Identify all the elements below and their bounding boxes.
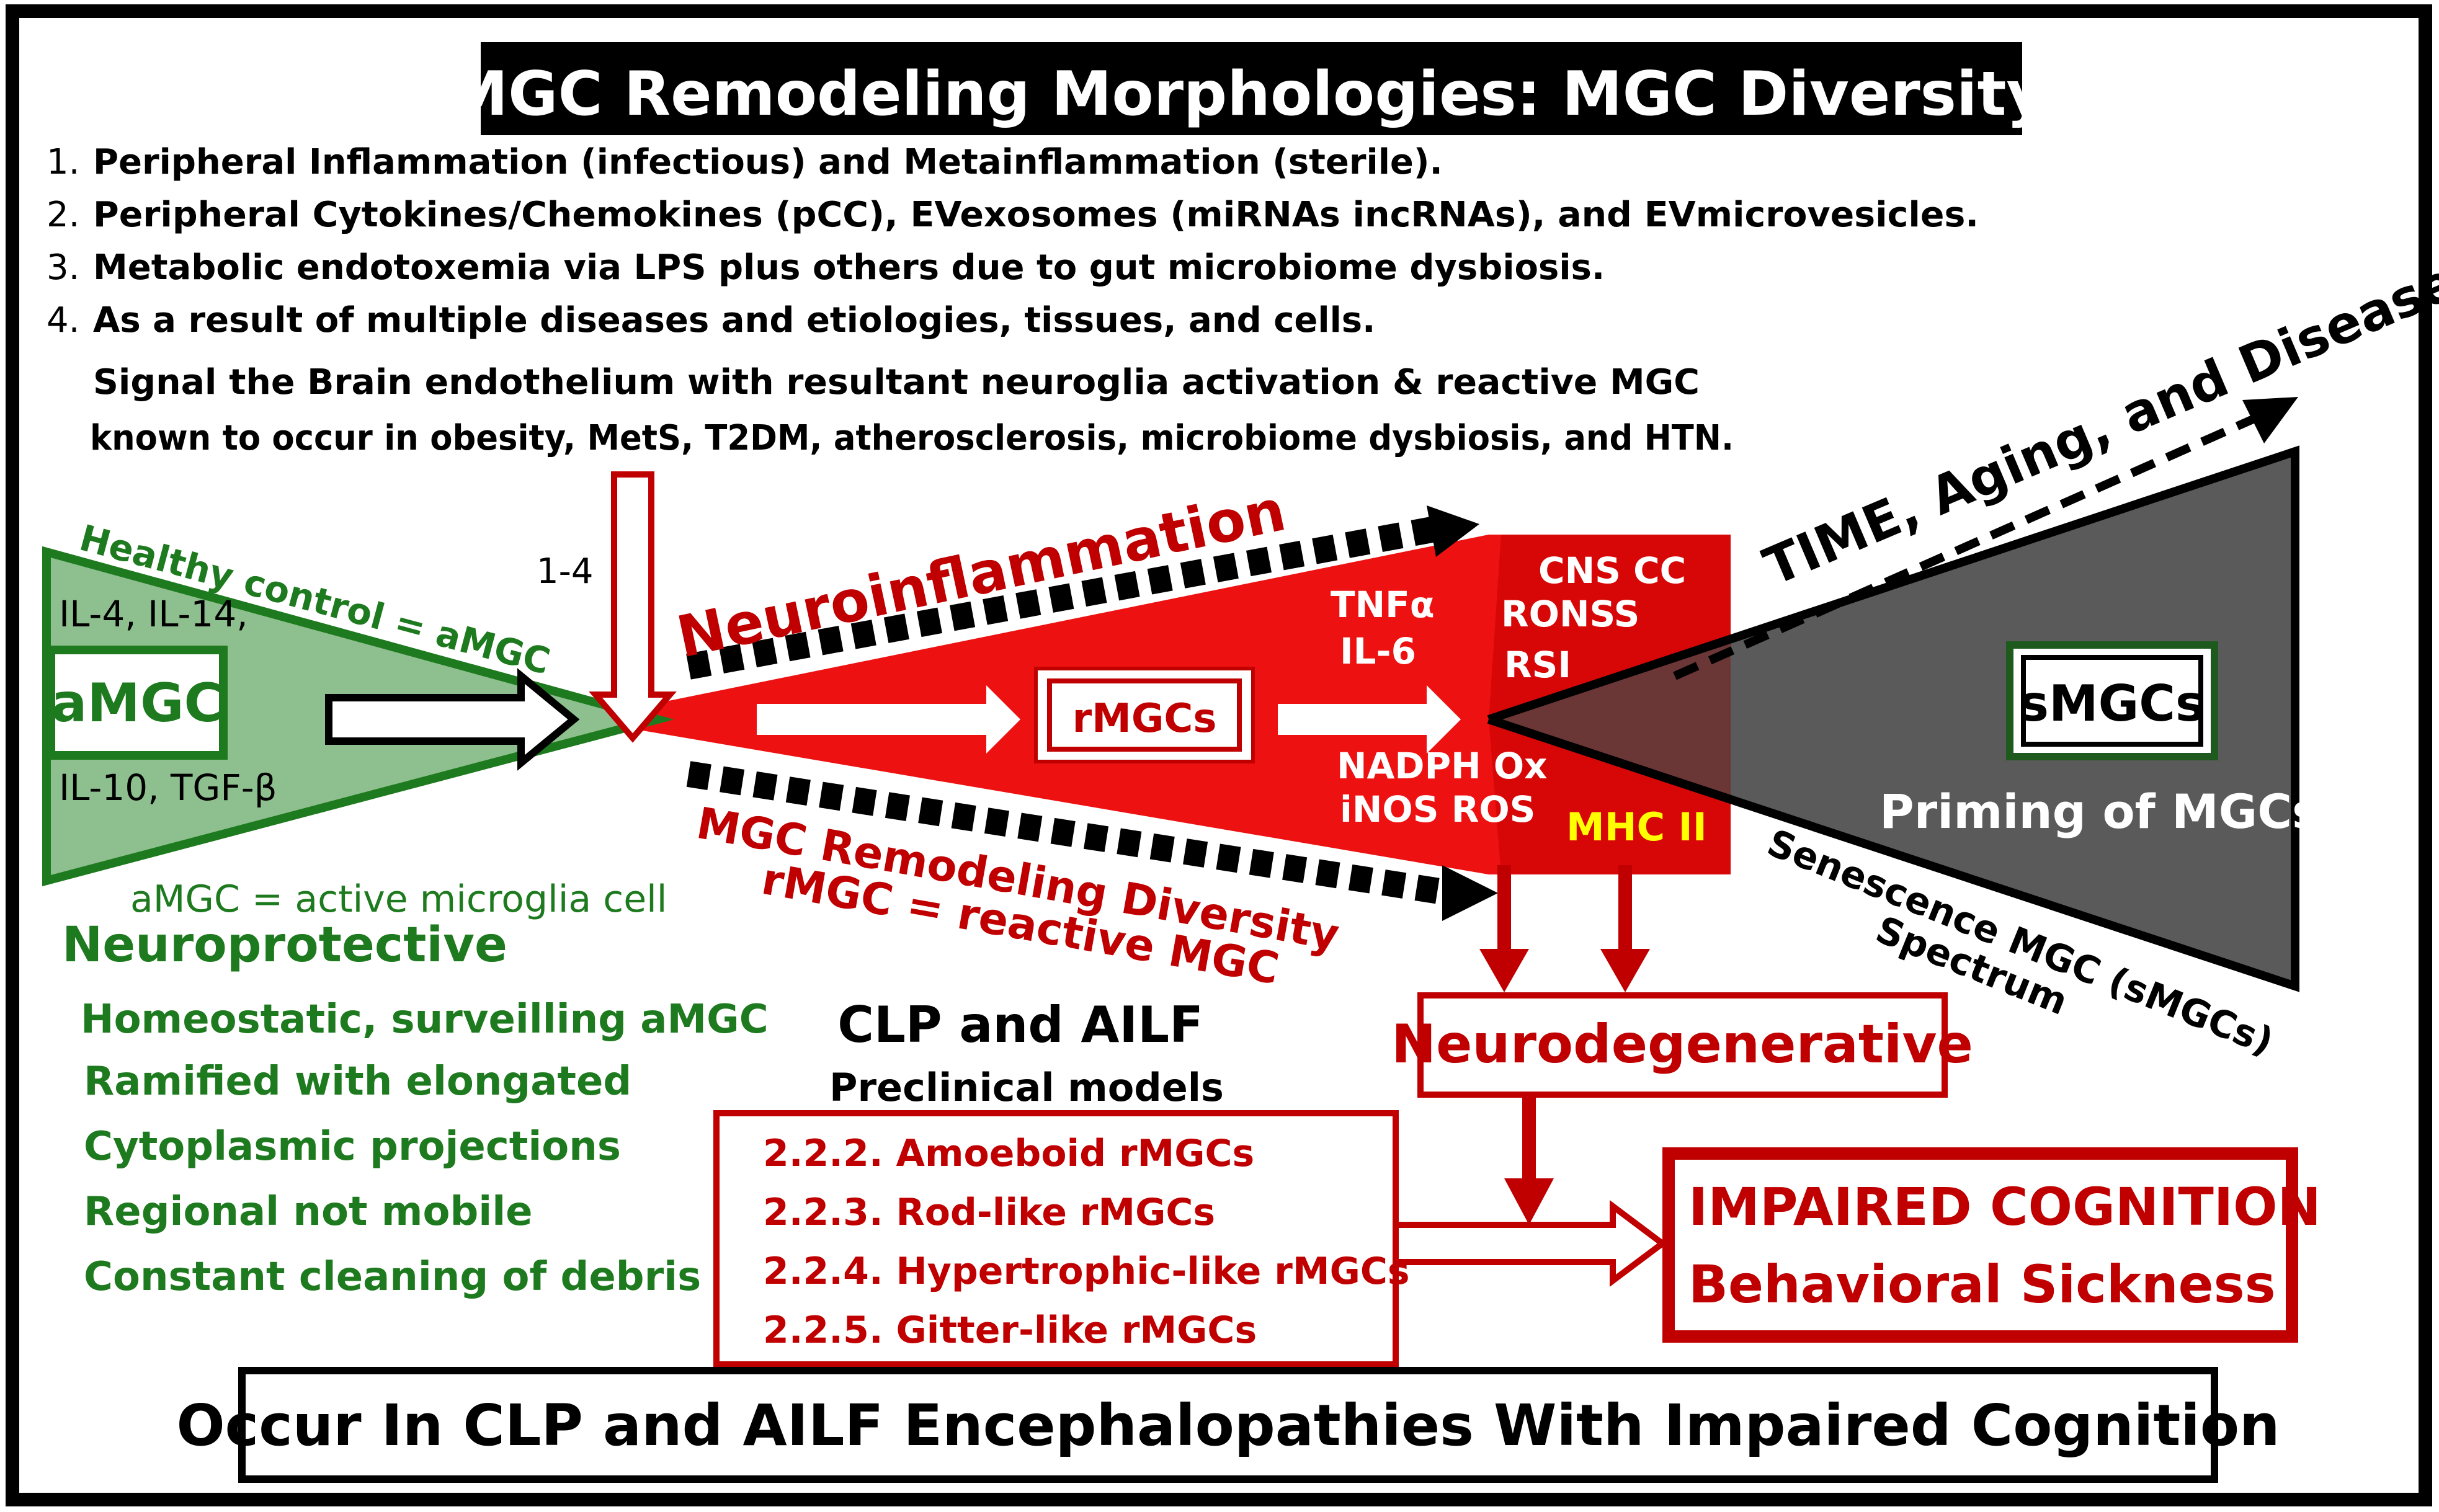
rmgcs-box xyxy=(1047,678,1242,752)
title-bar xyxy=(481,42,2022,135)
list-item: Peripheral Inflammation (infectious) and… xyxy=(93,142,1443,182)
cytokine-il6: IL-6 xyxy=(1340,630,1416,672)
oxidative-line-2: iNOS ROS xyxy=(1340,788,1535,830)
neurodegenerative-label: Neurodegenerative xyxy=(1391,1013,1973,1075)
numbered-list: 1. Peripheral Inflammation (infectious) … xyxy=(47,142,1979,340)
input-label: 1-4 xyxy=(537,551,593,592)
arrow-to-cns xyxy=(1278,685,1461,754)
feature-item: Homeostatic, surveilling aMGC xyxy=(81,997,769,1043)
neuroprotective-heading: Neuroprotective xyxy=(62,917,507,973)
signal-text-line-2: known to occur in obesity, MetS, T2DM, a… xyxy=(90,418,1734,458)
input-arrow xyxy=(589,471,677,743)
amgc-box xyxy=(47,646,228,760)
list-item: As a result of multiple diseases and eti… xyxy=(93,300,1375,340)
model-item: 2.2.3. Rod-like rMGCs xyxy=(763,1191,1215,1234)
lower-dashed-edge xyxy=(686,761,1454,906)
cns-line-2: RONSS xyxy=(1501,593,1639,635)
list-number: 3. xyxy=(47,247,79,288)
model-item: 2.2.5. Gitter-like rMGCs xyxy=(763,1309,1257,1352)
list-number: 1. xyxy=(47,142,79,182)
outer-frame xyxy=(6,4,2432,1506)
overlap-region xyxy=(1489,640,1731,800)
footer-text: Occur In CLP and AILF Encephalopathies W… xyxy=(176,1392,2280,1459)
feature-item: Ramified with elongated xyxy=(84,1059,631,1105)
arrow-to-rmgcs xyxy=(757,685,1020,754)
models-title: CLP and AILF xyxy=(837,996,1203,1054)
impaired-line-2: Behavioral Sickness xyxy=(1688,1254,2276,1315)
mhc-label: MHC II xyxy=(1566,804,1707,850)
models-to-impaired-arrow xyxy=(1393,1200,1668,1287)
footer-box xyxy=(238,1367,2218,1483)
down-arrow-2-head xyxy=(1600,949,1650,992)
time-dashed-arrow xyxy=(1673,410,2266,680)
oxidative-line-1: NADPH Ox xyxy=(1337,745,1548,787)
cytokine-tnf: TNFα xyxy=(1331,584,1435,626)
model-item: 2.2.2. Amoeboid rMGCs xyxy=(763,1132,1254,1175)
healthy-cytokines-bottom: IL-10, TGF-β xyxy=(59,767,277,809)
upper-dashed-edge xyxy=(686,514,1448,680)
senescence-triangle-outline xyxy=(1487,445,2299,992)
amgc-box-label: aMGC xyxy=(51,672,223,734)
model-item: 2.2.4. Hypertrophic-like rMGCs xyxy=(763,1250,1410,1293)
list-item: Metabolic endotoxemia via LPS plus other… xyxy=(93,247,1605,288)
models-subtitle: Preclinical models xyxy=(829,1065,1224,1110)
signal-text-line-1: Signal the Brain endothelium with result… xyxy=(93,362,1700,402)
feature-item: Constant cleaning of debris xyxy=(84,1254,701,1300)
feature-item: Cytoplasmic projections xyxy=(84,1124,621,1170)
list-number: 4. xyxy=(47,300,79,340)
amgc-to-rmgc-arrow xyxy=(325,668,580,771)
smgcs-box-inner xyxy=(2021,655,2203,747)
cns-line-3: RSI xyxy=(1504,644,1571,686)
rmgcs-box-label: rMGCs xyxy=(1072,696,1217,742)
lower-dashed-arrowhead xyxy=(1442,865,1498,921)
feature-item: Regional not mobile xyxy=(84,1189,533,1235)
neurodegenerative-box xyxy=(1417,992,1948,1098)
impaired-line-1: IMPAIRED COGNITION xyxy=(1688,1176,2321,1237)
senescence-triangle xyxy=(1489,451,2295,986)
neuro-down-arrow-head xyxy=(1504,1178,1554,1225)
upper-dashed-arrowhead xyxy=(1427,505,1479,557)
priming-label: Priming of MGCs xyxy=(1879,784,2320,839)
cns-line-1: CNS CC xyxy=(1538,549,1686,592)
list-number: 2. xyxy=(47,195,79,235)
list-item: Peripheral Cytokines/Chemokines (pCC), E… xyxy=(93,195,1979,235)
smgcs-box xyxy=(2006,641,2218,760)
title: MGC Remodeling Morphologies: MGC Diversi… xyxy=(448,59,2046,130)
impaired-box xyxy=(1662,1147,2298,1343)
time-arrowhead xyxy=(2242,397,2298,443)
down-arrow-1-head xyxy=(1479,949,1529,992)
amgc-definition: aMGC = active microglia cell xyxy=(130,878,667,921)
smgcs-box-label: sMGCs xyxy=(2019,675,2205,732)
healthy-cytokines-top: IL-4, IL-14, xyxy=(59,593,248,635)
